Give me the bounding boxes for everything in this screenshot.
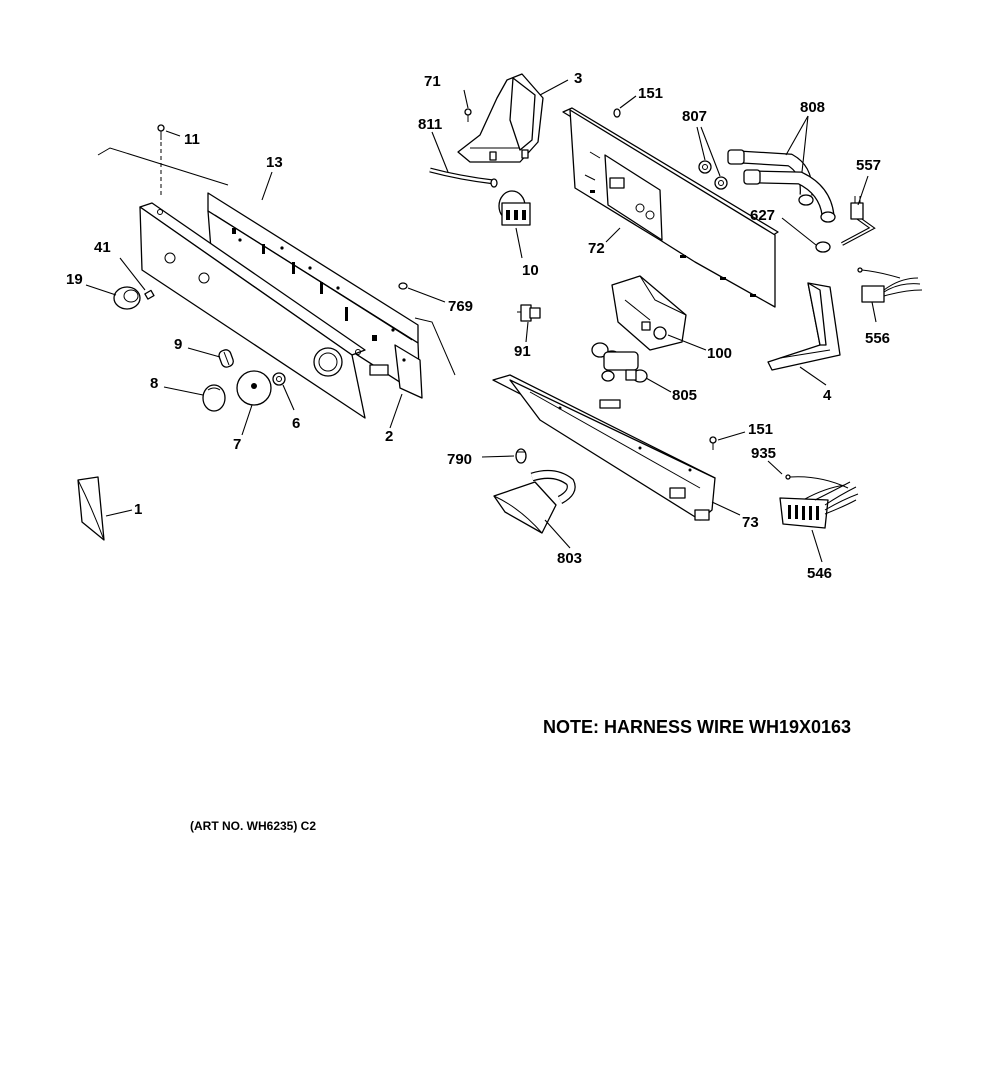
callout-4: 4 — [823, 387, 832, 404]
harness-wire-note: NOTE: HARNESS WIRE WH19X0163 — [543, 717, 852, 737]
power-cord-557 — [841, 196, 876, 246]
end-cap-4 — [767, 282, 841, 371]
bracket-3 — [457, 73, 544, 163]
grommet-627 — [815, 241, 831, 253]
screw-151-bottom — [709, 436, 717, 450]
clip-41 — [144, 289, 155, 300]
leader-lines — [85, 79, 877, 563]
callout-41: 41 — [94, 239, 111, 256]
callout-13: 13 — [266, 154, 283, 171]
callout-11: 11 — [184, 131, 200, 148]
backsplash-72 — [562, 107, 779, 308]
washers-807 — [698, 160, 728, 190]
callout-100: 100 — [707, 345, 732, 362]
callout-8: 8 — [150, 375, 158, 392]
callout-2: 2 — [385, 428, 393, 445]
screw-769 — [398, 282, 408, 290]
art-number: (ART NO. WH6235) C2 — [190, 819, 317, 833]
callout-803: 803 — [557, 550, 582, 567]
clip-91 — [517, 304, 541, 322]
timer-100 — [611, 275, 687, 351]
callout-769: 769 — [448, 298, 473, 315]
callout-6: 6 — [292, 415, 300, 432]
callout-557: 557 — [856, 157, 881, 174]
panel-outline-line-right — [414, 317, 456, 376]
panel-outline-line — [97, 147, 229, 186]
pressure-switch-10 — [498, 190, 531, 226]
callout-805: 805 — [672, 387, 697, 404]
harness-block-546 — [779, 481, 859, 529]
retainer-9 — [218, 349, 234, 368]
callout-151-bottom: 151 — [748, 421, 773, 438]
callout-790: 790 — [447, 451, 472, 468]
connector-556 — [857, 267, 923, 303]
dispenser-803 — [493, 469, 576, 534]
callout-91: 91 — [514, 343, 531, 360]
control-panel-bracket — [207, 192, 423, 399]
literature-packet — [77, 476, 105, 541]
callout-546: 546 — [807, 565, 832, 582]
callout-151-top: 151 — [638, 85, 663, 102]
callout-556: 556 — [865, 330, 890, 347]
callout-7: 7 — [233, 436, 241, 453]
callout-807: 807 — [682, 108, 707, 125]
callout-808: 808 — [800, 99, 825, 116]
rear-support-73 — [492, 374, 716, 521]
callout-1: 1 — [134, 501, 142, 518]
callout-labels: 71 3 151 807 808 811 11 13 557 627 72 41… — [66, 70, 890, 582]
callout-73: 73 — [742, 514, 759, 531]
water-valve-805 — [591, 342, 648, 383]
callout-72: 72 — [588, 240, 605, 257]
dial-7 — [236, 370, 272, 406]
callout-811: 811 — [418, 116, 442, 133]
clamp-790 — [515, 448, 527, 464]
callout-627: 627 — [750, 207, 775, 224]
callout-71: 71 — [424, 73, 441, 90]
screw-11 — [157, 124, 165, 198]
nut-6 — [272, 372, 286, 386]
screw-151-top — [613, 108, 621, 118]
callout-935: 935 — [751, 445, 776, 462]
console-front-panel — [139, 202, 366, 419]
knob-19 — [113, 286, 141, 310]
screw-71 — [464, 108, 472, 122]
callout-9: 9 — [174, 336, 182, 353]
callout-19: 19 — [66, 271, 83, 288]
knob-8 — [202, 384, 226, 412]
pressure-hose-811 — [429, 167, 498, 188]
callout-10: 10 — [522, 262, 539, 279]
callout-3: 3 — [574, 70, 582, 87]
